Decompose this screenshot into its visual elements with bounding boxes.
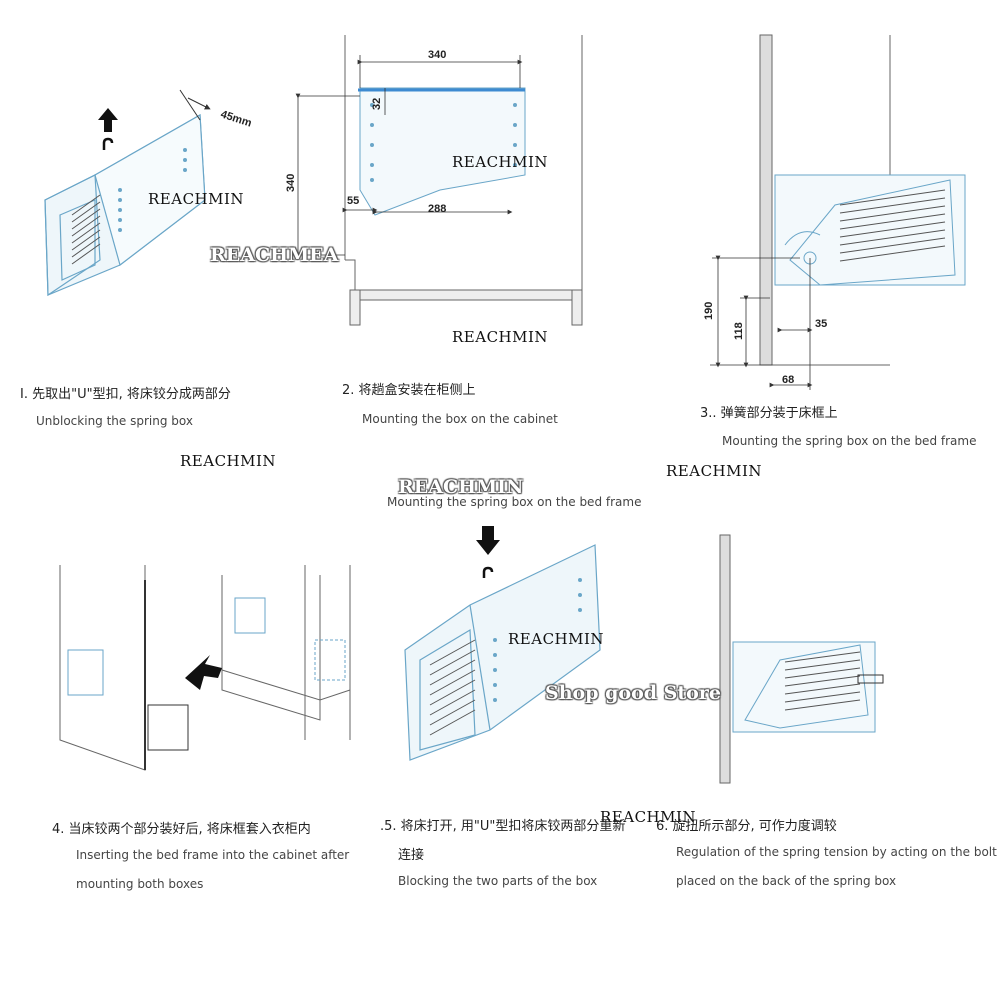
step5-en: Blocking the two parts of the box xyxy=(398,874,598,888)
watermark: REACHMIN xyxy=(600,808,697,826)
panel4-cabinet-insert-drawing xyxy=(59,565,351,771)
overlay-caption: Mounting the spring box on the bed frame xyxy=(387,495,642,509)
dim-340-top: 340 xyxy=(428,49,446,61)
step1-en: Unblocking the spring box xyxy=(36,414,193,428)
watermark: REACHMIN xyxy=(180,452,277,470)
panel6-tension-drawing xyxy=(719,534,884,784)
watermark: REACHMIN xyxy=(452,153,549,171)
arrow-right-icon xyxy=(185,655,222,690)
dim-55: 55 xyxy=(347,195,359,207)
dim-118: 118 xyxy=(733,322,745,340)
watermark: REACHMIN xyxy=(508,630,605,648)
step2-cn: 2. 将趟盒安装在柜侧上 xyxy=(342,383,476,398)
step5-cn: .5. 将床打开, 用"U"型扣将床铰两部分重新 xyxy=(380,819,626,834)
step6-en2: placed on the back of the spring box xyxy=(676,874,897,888)
dim-68: 68 xyxy=(782,374,794,386)
dim-190: 190 xyxy=(703,302,715,320)
dim-288: 288 xyxy=(428,203,446,215)
dim-35: 35 xyxy=(815,318,827,330)
u-clip-icon xyxy=(102,137,114,150)
step4-cn: 4. 当床铰两个部分装好后, 将床框套入衣柜内 xyxy=(52,822,311,837)
watermark-ghost: Shop good Store xyxy=(545,682,721,704)
panel5-reblock-drawing xyxy=(404,544,601,761)
step5-cn2: 连接 xyxy=(398,848,425,863)
step6-cn: 6. 旋扭所示部分, 可作力度调较 xyxy=(656,819,837,834)
step2-en: Mounting the box on the cabinet xyxy=(362,412,558,426)
watermark: REACHMIN xyxy=(452,328,549,346)
step4-en: Inserting the bed frame into the cabinet… xyxy=(76,848,350,862)
step3-en: Mounting the spring box on the bed frame xyxy=(722,434,977,448)
step1-cn: I. 先取出"U"型扣, 将床铰分成两部分 xyxy=(20,387,231,402)
panel1-spring-box-drawing xyxy=(44,113,206,297)
watermark: REACHMIN xyxy=(666,462,763,480)
step6-en: Regulation of the spring tension by acti… xyxy=(676,845,997,859)
dim-340-side: 340 xyxy=(285,174,297,192)
panel3-bed-frame-drawing xyxy=(759,34,966,366)
dimension-lines-panel3 xyxy=(710,255,890,390)
panel2-cabinet-drawing xyxy=(344,35,583,326)
watermark-ghost: REACHMEA xyxy=(210,244,339,266)
dimension-lines-panel2 xyxy=(290,55,523,258)
dim-32: 32 xyxy=(371,98,383,110)
arrow-up-icon xyxy=(98,108,118,150)
dimension-45mm xyxy=(179,89,211,121)
arrow-down-icon xyxy=(476,526,500,578)
step4-en2: mounting both boxes xyxy=(76,877,204,891)
dim-45mm-label: 45mm xyxy=(219,108,253,129)
watermark: REACHMIN xyxy=(148,190,245,208)
watermark-ghost: REACHMIN xyxy=(398,476,524,498)
step3-cn: 3.. 弹簧部分装于床框上 xyxy=(700,406,838,421)
